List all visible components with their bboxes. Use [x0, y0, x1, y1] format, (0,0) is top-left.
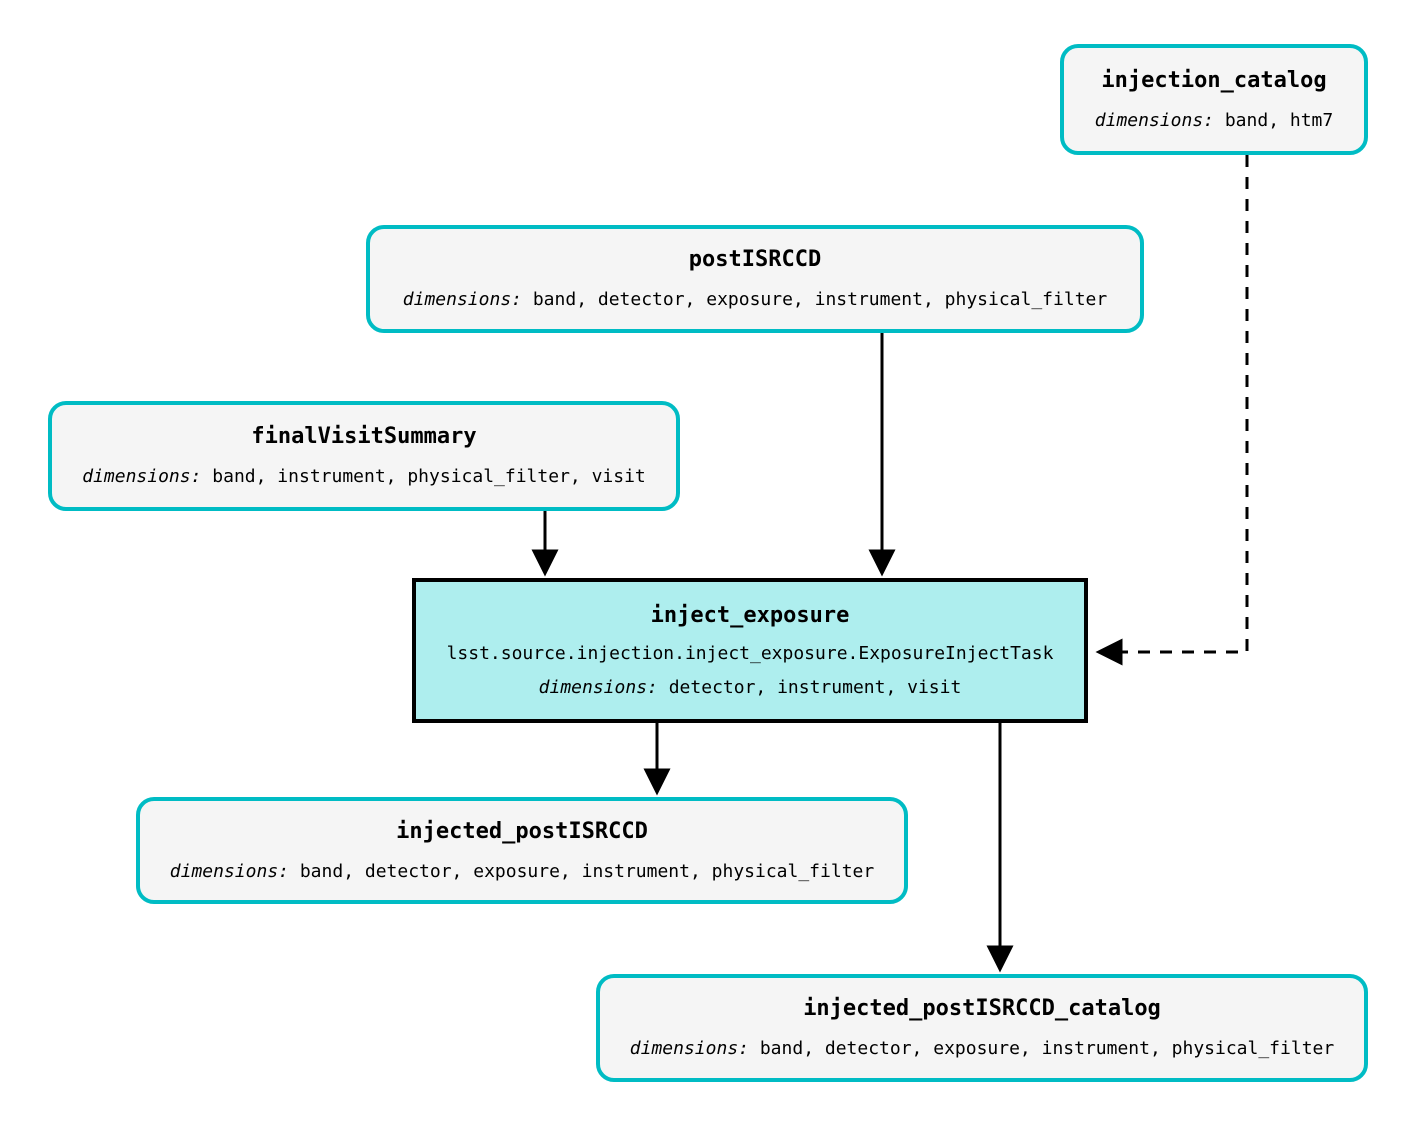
dimensions-label: dimensions:	[169, 860, 289, 882]
dimensions-value: band, detector, exposure, instrument, ph…	[532, 289, 1108, 311]
task-node-inject-exposure[interactable]: inject_exposure lsst.source.injection.in…	[412, 578, 1088, 723]
dimensions-value: band, detector, exposure, instrument, ph…	[299, 860, 875, 882]
dimensions-value: detector, instrument, visit	[668, 676, 962, 698]
node-dimensions: dimensions: band, detector, exposure, in…	[403, 290, 1107, 310]
node-title: postISRCCD	[688, 247, 822, 272]
node-title: injected_postISRCCD_catalog	[803, 996, 1161, 1021]
dimensions-label: dimensions:	[402, 289, 522, 311]
dataset-node-postisrccd[interactable]: postISRCCD dimensions: band, detector, e…	[366, 225, 1144, 333]
dimensions-value: band, htm7	[1224, 109, 1334, 131]
node-dimensions: dimensions: band, detector, exposure, in…	[630, 1039, 1334, 1059]
dimensions-label: dimensions:	[538, 676, 658, 698]
dimensions-value: band, instrument, physical_filter, visit	[212, 466, 646, 488]
dimensions-label: dimensions:	[1094, 109, 1214, 131]
node-title: finalVisitSummary	[251, 424, 477, 449]
dataset-node-injection-catalog[interactable]: injection_catalog dimensions: band, htm7	[1060, 44, 1368, 155]
node-title: injected_postISRCCD	[396, 818, 648, 844]
node-dimensions: dimensions: band, htm7	[1094, 109, 1334, 131]
dataset-node-finalvisitsummary[interactable]: finalVisitSummary dimensions: band, inst…	[48, 401, 680, 511]
node-title: injection_catalog	[1101, 67, 1327, 93]
dimensions-label: dimensions:	[82, 466, 202, 488]
node-dimensions: dimensions: detector, instrument, visit	[538, 676, 962, 698]
dimensions-label: dimensions:	[629, 1038, 749, 1060]
dimensions-value: band, detector, exposure, instrument, ph…	[759, 1038, 1335, 1060]
task-class-path: lsst.source.injection.inject_exposure.Ex…	[446, 642, 1054, 664]
node-title: inject_exposure	[650, 602, 850, 628]
dataset-node-injected-postisrccd-catalog[interactable]: injected_postISRCCD_catalog dimensions: …	[596, 974, 1368, 1082]
node-dimensions: dimensions: band, detector, exposure, in…	[169, 860, 875, 882]
dataset-node-injected-postisrccd[interactable]: injected_postISRCCD dimensions: band, de…	[136, 797, 908, 904]
node-dimensions: dimensions: band, instrument, physical_f…	[82, 467, 646, 487]
